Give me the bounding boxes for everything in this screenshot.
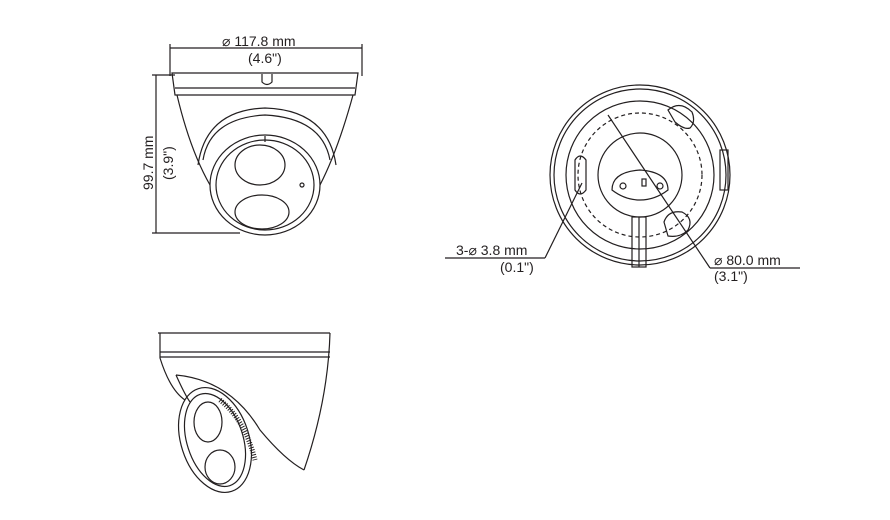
circle-dimension-inch: (3.1")	[714, 268, 748, 284]
circle-dimension-label: ⌀ 80.0 mm	[714, 252, 781, 268]
width-dimension-inch: (4.6")	[248, 50, 282, 66]
height-dimension-inch: (3.9")	[160, 146, 176, 180]
height-dimension-label: 99.7 mm	[140, 135, 156, 190]
hole-dimension-inch: (0.1")	[500, 259, 534, 275]
width-dimension-label: ⌀ 117.8 mm	[222, 33, 296, 49]
front-view	[152, 44, 363, 236]
side-view	[158, 332, 331, 494]
bottom-view	[445, 84, 800, 269]
hole-dimension-label: 3-⌀ 3.8 mm	[456, 242, 528, 258]
